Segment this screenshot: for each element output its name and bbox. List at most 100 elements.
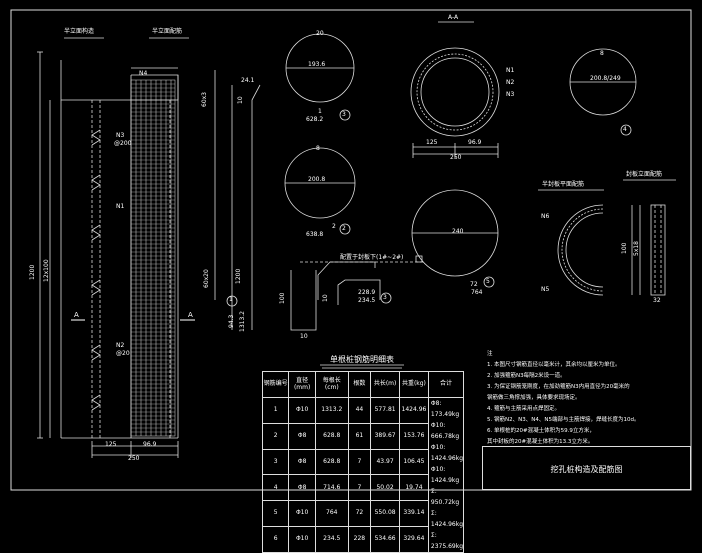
dim-ring2-top: 8 [316,145,320,152]
table-cell: Φ8 [288,474,316,502]
dim-right-1200: 1200 [235,268,242,284]
rebar-callout-1: 1 [229,296,233,303]
table-header: 共重(kg) [398,371,429,398]
note-line: 3. 为保证钢筋笼刚度，在加劲箍筋N3内用直径为20毫米的 [487,384,630,390]
aa-dim-125: 125 [426,139,438,146]
rebar-cage-stirrups [131,83,175,433]
rebar-label-n4: N4 [139,70,148,77]
ring3-callout-num: 5 [486,278,490,285]
table-cell: 50.02 [370,474,400,502]
view-title-half-elevation: 半立面构造 [64,28,95,35]
section-aa [410,21,500,158]
table-cell: 228 [347,526,372,553]
table-total-line: Φ10: 1424.96kg [430,444,464,462]
table-cell: 577.81 [370,397,400,424]
table-cell: Φ10 [288,397,316,424]
table-cell: 72 [347,500,372,528]
note-line: 2. 加强箍筋N3每隔2米设一道。 [487,373,566,379]
table-cell: 339.14 [398,500,429,528]
table-cell: Φ10 [288,500,316,528]
table-cell: 3 [261,448,290,476]
notes-block: 注 1. 本图尺寸钢筋直径以毫米计，其余均以厘米为单位。 2. 加强箍筋N3每隔… [487,349,692,448]
plan-label-n6: N6 [541,213,550,220]
section-marker-left: A [74,311,79,319]
ring2-callout-num: 2 [342,225,346,232]
note-line: 1. 本图尺寸钢筋直径以毫米计，其余均以厘米为单位。 [487,362,621,368]
table-header: 直径(mm) [288,371,316,398]
engineering-drawing [10,9,692,491]
table-cell: 1313.2 [314,397,349,424]
ring2-label-b: 638.8 [306,231,324,238]
table-total-line: Σ: 2375.69kg [430,532,464,550]
view-title-cap-rebar: 封板立面配筋 [626,171,663,178]
view-title-half-rebar: 半立面配筋 [152,28,183,35]
rebar-cage [130,79,176,437]
hook-bar-detail [290,261,425,331]
aa-label-n2: N2 [506,79,515,86]
ring3-label: 72 [470,281,478,288]
view-title-half-plan: 半封板平面配筋 [542,181,585,188]
cap-dim-32: 32 [653,297,661,304]
bar2-sub: 234.5 [358,297,376,304]
table-cell: 61 [347,422,372,450]
hook-dim-10: 10 [300,333,308,340]
table-cell: 1 [261,397,290,424]
bar2-label: 228.9 [358,289,376,296]
rebar-label-n1: N1 [116,203,125,210]
ring-bar-2 [284,147,356,235]
table-cell: 764 [314,500,349,528]
table-cell: 714.6 [314,474,349,502]
hook-callout-text: 配置于封板下(1#~2#) [340,254,404,261]
drawing-title: 挖孔桩构造及配筋图 [550,465,623,474]
notes-label: 注 [487,351,493,357]
ring-bar-5 [411,189,499,288]
view-title-section-aa: A-A [448,14,459,21]
table-cell: 2 [261,422,290,450]
table-cell: 6 [261,526,290,553]
table-total-line: Φ10: 666.78kg [430,422,460,440]
table-cell: 7 [347,474,372,502]
table-cell: 5 [261,500,290,528]
note-line: 钢筋做三角撑加强，具体要求现场定。 [487,395,581,401]
dim-left-height: 1200 [29,264,36,280]
aa-dim-250: 250 [450,154,462,161]
dim-pile-a: 60x3 [201,91,208,107]
plan-label-n5: N5 [541,286,550,293]
half-cap-plan [538,189,604,296]
table-cell: 628.8 [314,422,349,450]
table-total-line: Φ10: 1424.9kg [430,466,460,484]
table-header: 每根长(cm) [314,371,349,398]
ring1-label-b: 628.2 [306,116,324,123]
note-line: 其中封板的20#混凝土体积为13.3立方米。 [487,439,594,445]
cap-dim-100: 100 [621,242,628,254]
cap-rebar-elevation [623,179,676,296]
dim-ring1-top: 20 [316,30,324,37]
aa-label-n1: N1 [506,67,515,74]
table-cell: 4 [261,474,290,502]
dim-side-94: 94.3 [228,314,235,328]
dim-top-24: 24.1 [241,77,255,84]
table-cell: Φ8 [288,422,316,450]
dim-ring2-diam: 200.8 [308,176,326,183]
table-cell: 389.67 [370,422,400,450]
aa-dim-96: 96.9 [468,139,482,146]
table-cell: Φ8 [288,448,316,476]
table-cell: 1424.96 [398,397,429,424]
dim-ring1-diam: 193.6 [308,61,326,68]
circle-right-callout-num: 4 [623,126,627,133]
ring-bar-4 [569,48,637,136]
table-cell: 628.8 [314,448,349,476]
cap-dim-5x18: 5x18 [633,240,640,256]
table-cell: 534.66 [370,526,400,553]
section-marker-right: A [188,311,193,319]
table-header: 合计 [427,371,465,398]
table-cell: 19.74 [398,474,429,502]
aa-label-n3: N3 [506,91,515,98]
note-line: 5. 钢筋N2、N3、N4、N5端部与主筋焊接，焊缝长度为10d。 [487,417,640,423]
note-line: 6. 单根桩的20#混凝土体积为59.9立方米， [487,428,595,434]
ring-bar-1 [285,33,355,121]
rebar-label-n3: N3 [116,132,125,139]
